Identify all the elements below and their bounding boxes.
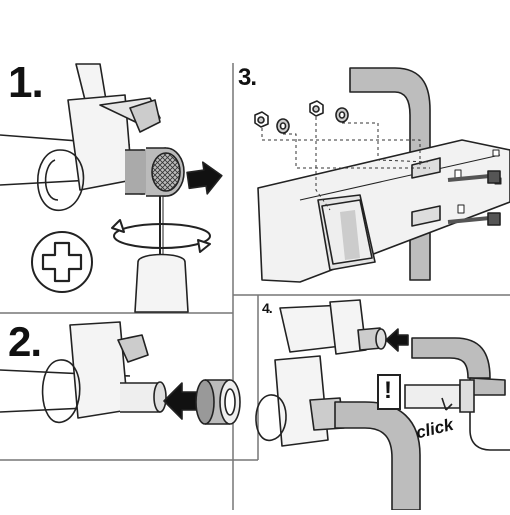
push-arrow-icon	[163, 382, 199, 420]
nut	[254, 100, 324, 128]
step-number-1: 1.	[8, 58, 44, 107]
rotate-arrows-icon	[111, 219, 211, 253]
push-arrow-icon	[186, 161, 223, 195]
step-number-3: 3.	[238, 64, 257, 91]
step-number-4: 4.	[262, 300, 273, 316]
strap-loop	[36, 149, 85, 211]
warning-callout	[377, 374, 475, 413]
strap-loop	[255, 394, 287, 441]
end-cap	[195, 379, 241, 425]
lamp-housing	[257, 139, 510, 283]
warning-icon	[377, 374, 401, 410]
step-number-2: 2.	[8, 318, 42, 365]
bolt	[447, 170, 501, 226]
warning-symbol: !	[384, 377, 392, 404]
panel-frame	[0, 63, 510, 510]
nut-knob	[125, 147, 185, 197]
washer	[276, 107, 349, 134]
frame-pipe	[411, 337, 491, 379]
push-arrow-icon	[385, 328, 409, 352]
screwdriver	[134, 196, 189, 313]
frame-pipe	[334, 401, 421, 511]
panel-3	[254, 67, 510, 283]
panel-4	[255, 299, 510, 511]
panel-1	[0, 63, 223, 313]
plus-icon	[31, 231, 93, 293]
strap-loop	[41, 359, 81, 423]
panel-2	[0, 321, 241, 425]
